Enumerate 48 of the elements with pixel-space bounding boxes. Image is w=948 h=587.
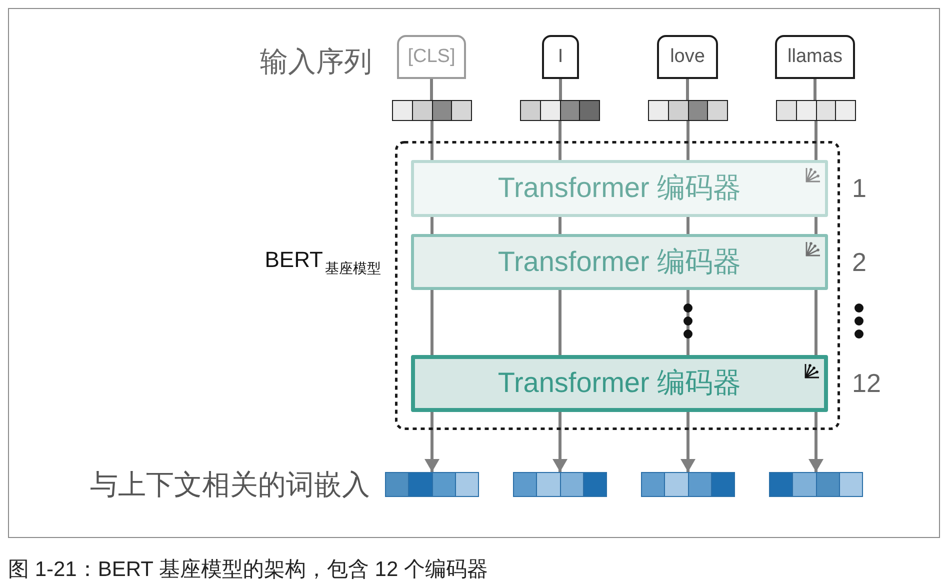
layer-number: 1 xyxy=(852,173,866,204)
token-box xyxy=(397,35,466,79)
encoder-block xyxy=(411,160,828,217)
encoder-title: Transformer 编码器 xyxy=(498,172,742,205)
connector-line xyxy=(686,121,690,160)
connector-line xyxy=(558,217,562,234)
arrow xyxy=(424,412,440,472)
output-embedding-bar xyxy=(385,472,479,497)
token-box xyxy=(775,35,855,79)
encoder-block xyxy=(411,234,828,290)
row-label: 输入序列 xyxy=(260,45,372,79)
input-embedding-bar xyxy=(392,100,472,121)
token-text: love xyxy=(670,46,705,68)
arrow xyxy=(552,412,568,472)
figure-caption: 图 1-21：BERT 基座模型的架构，包含 12 个编码器 xyxy=(8,557,488,583)
connector-line xyxy=(430,290,434,355)
connector-line xyxy=(814,121,818,160)
token-text: [CLS] xyxy=(408,46,456,68)
token-text: I xyxy=(558,46,564,68)
encoder-block xyxy=(411,355,828,412)
model-label: BERT$_{基座模型}$ xyxy=(264,247,381,277)
connector-line xyxy=(686,79,689,100)
token-box xyxy=(542,35,579,79)
arrow xyxy=(680,412,696,472)
connector-line xyxy=(430,217,434,234)
token-text: llamas xyxy=(788,46,842,68)
input-embedding-bar xyxy=(776,100,856,121)
layer-number: 12 xyxy=(852,368,881,400)
output-embedding-bar xyxy=(513,472,607,497)
output-embedding-bar xyxy=(769,472,863,497)
arrow xyxy=(808,412,824,472)
connector-line xyxy=(430,79,433,100)
connector-line xyxy=(558,121,562,160)
encoder-title: Transformer 编码器 xyxy=(498,367,742,400)
connector-line xyxy=(559,79,562,100)
connector-line xyxy=(430,121,434,160)
layer-number: 2 xyxy=(852,246,866,278)
input-embedding-bar xyxy=(648,100,728,121)
connector-line xyxy=(814,79,816,100)
encoder-title: Transformer 编码器 xyxy=(498,246,742,278)
connector-line xyxy=(814,217,818,234)
connector-line xyxy=(814,290,818,355)
output-embedding-bar xyxy=(641,472,735,497)
connector-line xyxy=(558,290,562,355)
row-label: 与上下文相关的词嵌入 xyxy=(90,468,370,502)
input-embedding-bar xyxy=(520,100,600,121)
connector-line xyxy=(686,217,690,234)
token-box xyxy=(657,35,718,79)
